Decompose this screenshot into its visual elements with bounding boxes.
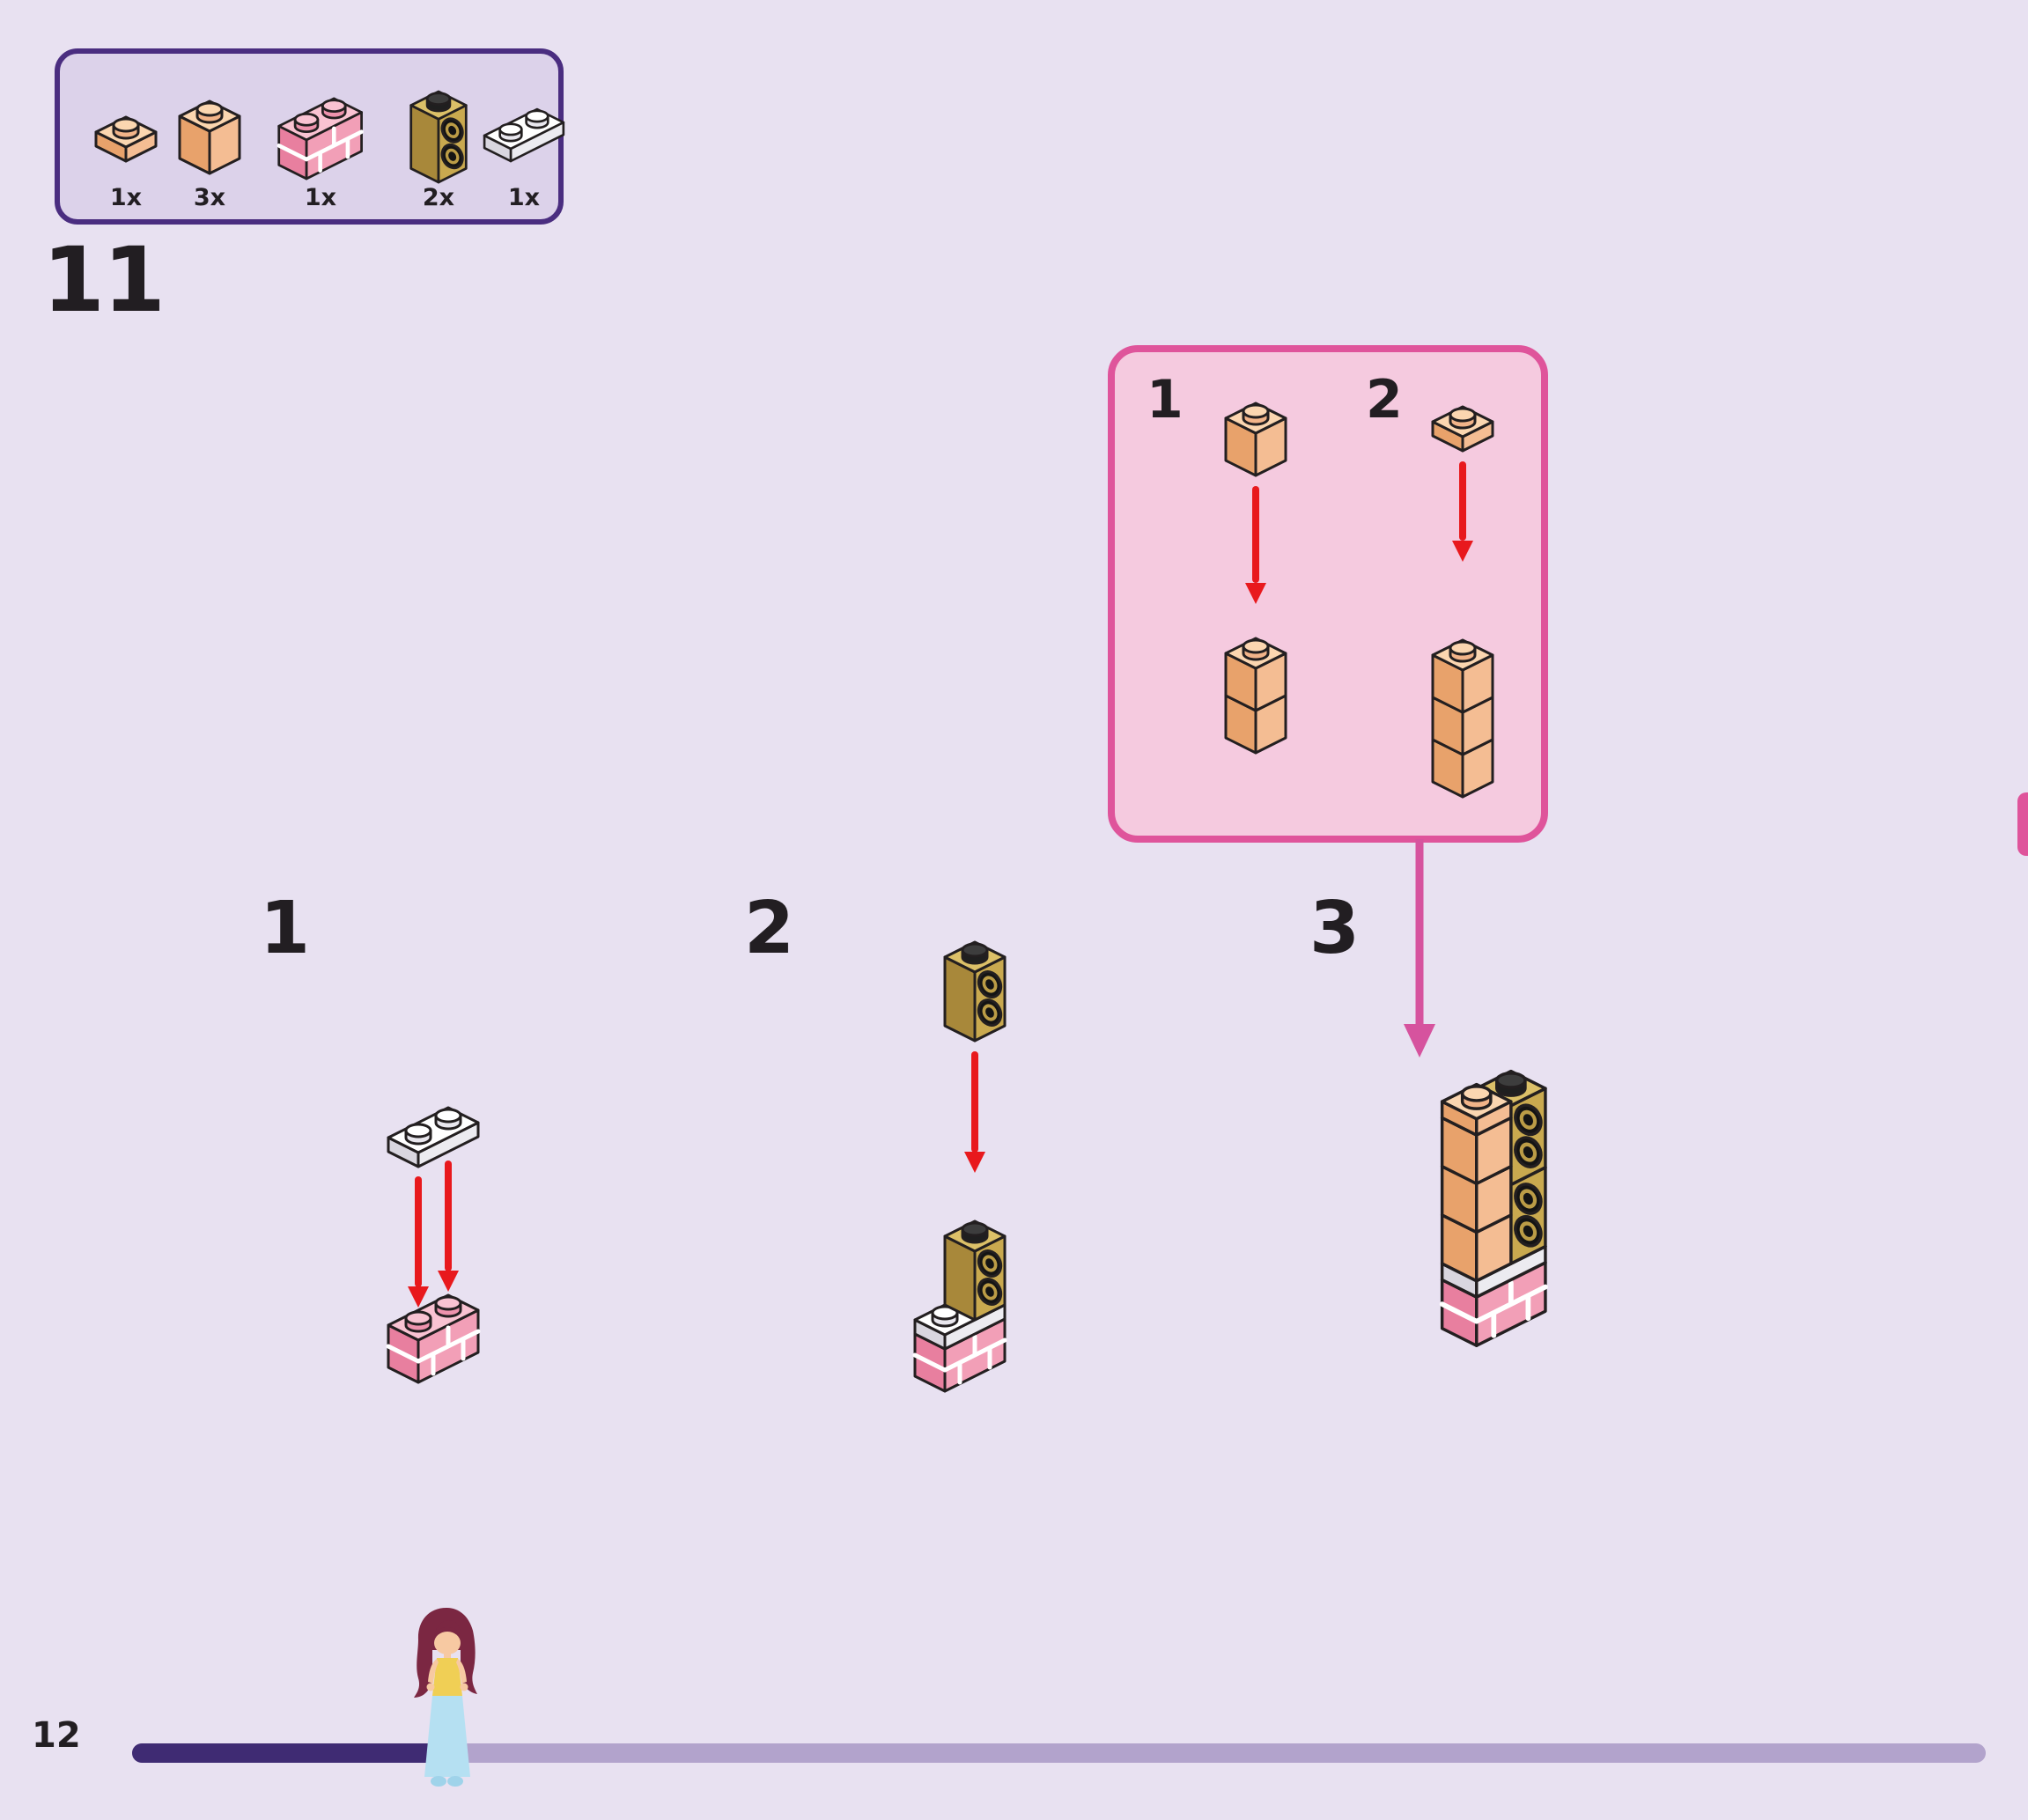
step-3-label: 3: [1309, 887, 1361, 970]
minifigure-icon: [414, 1608, 477, 1787]
pink-1x2-brick-icon: [279, 99, 362, 179]
nougat-brick-icon: [1224, 637, 1287, 712]
red-arrow-icon: [438, 1161, 459, 1292]
step-2-label: 2: [744, 887, 795, 970]
step-1-label: 1: [260, 887, 311, 970]
hair-fringe-icon: [434, 1620, 461, 1636]
subassembly-callout: 1 2: [1108, 345, 1548, 843]
torso: [432, 1658, 462, 1696]
parts-callout: 1x 3x 1x 2x 1x: [55, 48, 565, 225]
step-3-illustration: [1330, 1069, 1654, 1371]
red-arrow-icon: [1245, 486, 1266, 604]
left-hand: [426, 1683, 435, 1691]
step-number: 11: [42, 228, 166, 333]
step-1-illustration: [308, 1106, 555, 1426]
subassembly-illustration: [1224, 402, 1494, 799]
substep-2-label: 2: [1366, 369, 1403, 431]
floating-nougat-plate-icon: [1431, 405, 1494, 453]
red-arrow-icon: [964, 1051, 985, 1173]
step-2-illustration: [828, 940, 1092, 1409]
red-arrow-icon: [408, 1176, 429, 1308]
page-number: 12: [32, 1715, 81, 1756]
part-count: 1x: [304, 184, 337, 211]
neck: [444, 1653, 451, 1660]
floating-gold-brick-icon: [943, 940, 1007, 1043]
right-foot: [447, 1776, 463, 1787]
right-arm: [456, 1659, 467, 1684]
pink-1x2-brick-icon: [388, 1295, 478, 1382]
face-icon: [434, 1632, 461, 1654]
white-1x2-plate-icon: [483, 107, 565, 163]
progress-bar-track: [132, 1743, 1986, 1763]
nougat-1x1-plate-icon: [94, 115, 158, 163]
next-page-peek: [2017, 792, 2028, 856]
nougat-brick-icon: [1431, 638, 1494, 714]
part-count: 3x: [193, 184, 226, 211]
substep-1-label: 1: [1147, 369, 1184, 431]
left-foot: [431, 1776, 446, 1787]
floating-nougat-brick-icon: [1224, 402, 1287, 477]
gold-side-stud-brick-icon: [943, 1219, 1007, 1322]
right-hand: [460, 1683, 468, 1691]
red-arrow-icon: [1452, 461, 1473, 562]
nougat-1x1-brick-icon: [178, 99, 241, 175]
left-arm: [428, 1659, 439, 1684]
part-count: 1x: [109, 184, 143, 211]
connector-arrow-icon: [1404, 839, 1435, 1057]
white-1x2-plate-icon: [387, 1106, 480, 1168]
part-count: 2x: [422, 184, 455, 211]
progress-bar-fill: [132, 1743, 462, 1763]
skirt: [424, 1696, 470, 1777]
part-count: 1x: [507, 184, 541, 211]
parts-icons: [94, 90, 565, 184]
gold-side-stud-brick-icon: [409, 90, 468, 184]
